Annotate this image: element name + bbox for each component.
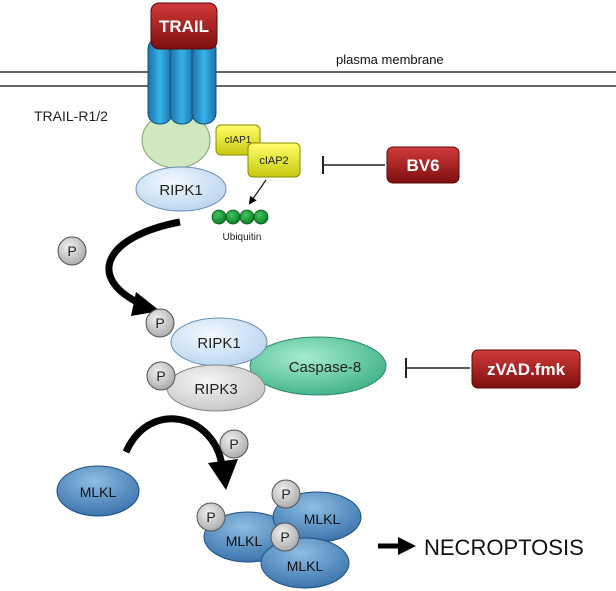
phospho-circle-free-1: P (57, 236, 87, 266)
ripk1-complex-node: RIPK1 (170, 317, 268, 367)
ripk1-receptor-node: RIPK1 (135, 166, 227, 212)
svg-text:P: P (156, 368, 165, 384)
svg-text:P: P (206, 509, 215, 525)
mlkl-oligomer-label-3: MLKL (287, 558, 324, 574)
trail-receptor (141, 37, 217, 169)
phospho-circle-ripk3: P (146, 361, 176, 391)
zvad-inhibitor: zVAD.fmk (471, 349, 581, 389)
svg-text:P: P (280, 529, 289, 545)
svg-text:P: P (155, 315, 164, 331)
ripk1-complex-label: RIPK1 (197, 335, 240, 352)
svg-text:P: P (281, 486, 290, 502)
zvad-inhibition (405, 358, 470, 378)
ciap2-box: cIAP2 (247, 142, 301, 178)
svg-text:MLKL: MLKL (80, 484, 117, 500)
receptor-label: TRAIL-R1/2 (34, 108, 108, 124)
phospho-circle-mlkl-1: P (196, 502, 226, 532)
ripk1-label: RIPK1 (159, 182, 202, 199)
caspase8-label: Caspase-8 (289, 359, 362, 376)
trail-label: TRAIL (159, 17, 209, 36)
mlkl-oligomer-label-2: MLKL (304, 511, 341, 527)
svg-text:P: P (229, 436, 238, 452)
bv6-inhibition (322, 156, 385, 174)
ubiquitin-label: Ubiquitin (223, 232, 262, 243)
svg-text:P: P (67, 243, 76, 259)
necroptosis-arrow (378, 537, 416, 555)
phospho-circle-free-2: P (219, 429, 249, 459)
zvad-label: zVAD.fmk (487, 360, 566, 379)
bv6-inhibitor: BV6 (386, 146, 460, 184)
mlkl-oligomer-label-1: MLKL (226, 533, 263, 549)
plasma-membrane (0, 71, 616, 87)
ciap2-label: cIAP2 (259, 155, 288, 167)
mlkl-oligomer: MLKL MLKL MLKL P P P (196, 479, 362, 589)
phospho-circle-ripk1: P (145, 308, 175, 338)
ripk3-label: RIPK3 (194, 381, 237, 398)
necroptosis-label: NECROPTOSIS (424, 535, 584, 560)
activation-arrow-1 (105, 218, 181, 316)
bv6-label: BV6 (406, 156, 439, 175)
ciap1-label: cIAP1 (225, 135, 252, 146)
ubiquitination-arrow (248, 179, 267, 205)
trail-ligand: TRAIL (150, 2, 218, 50)
phospho-circle-mlkl-2: P (271, 479, 301, 509)
phospho-circle-mlkl-3: P (270, 522, 300, 552)
ripk3-complex-node: RIPK3 (166, 364, 266, 412)
activation-arrow-2 (122, 415, 238, 490)
caspase8-node: Caspase-8 (249, 336, 387, 396)
membrane-label: plasma membrane (336, 52, 444, 67)
mlkl-monomer: MLKL (56, 465, 140, 517)
ubiquitin-chain (211, 209, 269, 225)
